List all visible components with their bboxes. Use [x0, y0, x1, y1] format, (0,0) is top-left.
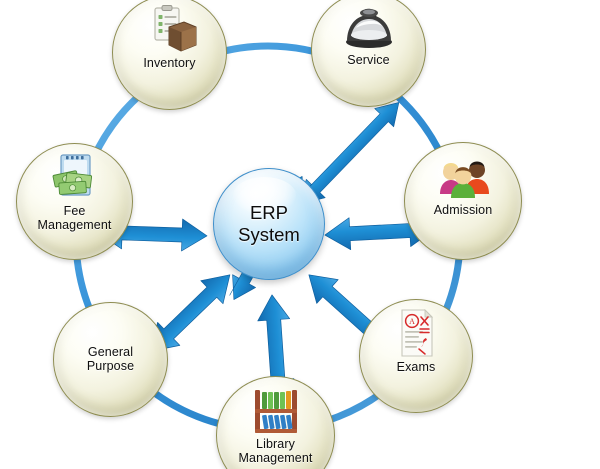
money-ledger-icon [48, 153, 102, 203]
node-label-general-purpose: General Purpose [86, 345, 135, 373]
center-hub-erp-system[interactable]: ERP System [213, 168, 325, 280]
svg-text:A: A [409, 317, 415, 326]
node-admission[interactable]: Admission [404, 142, 522, 260]
node-service[interactable]: Service [311, 0, 426, 107]
service-bell-icon [342, 2, 396, 52]
node-inventory[interactable]: Inventory [112, 0, 227, 110]
node-label-admission: Admission [433, 203, 493, 217]
arrow-to-general-purpose [150, 274, 231, 352]
arrow-to-service [297, 102, 400, 205]
node-library-management[interactable]: Library Management [216, 376, 335, 469]
center-hub-label: ERP System [238, 202, 300, 245]
bookshelf-icon [249, 386, 303, 436]
node-label-exams: Exams [396, 360, 436, 374]
node-exams[interactable]: A Exams [359, 299, 473, 413]
node-label-inventory: Inventory [143, 56, 196, 70]
node-label-fee-management: Fee Management [37, 204, 112, 232]
clipboard-box-icon [143, 5, 197, 55]
node-fee-management[interactable]: Fee Management [16, 143, 133, 260]
node-label-service: Service [347, 53, 390, 67]
node-general-purpose[interactable]: General Purpose [53, 302, 168, 417]
graded-paper-icon: A [389, 309, 443, 359]
people-group-icon [436, 152, 490, 202]
node-label-library-management: Library Management [238, 437, 313, 465]
